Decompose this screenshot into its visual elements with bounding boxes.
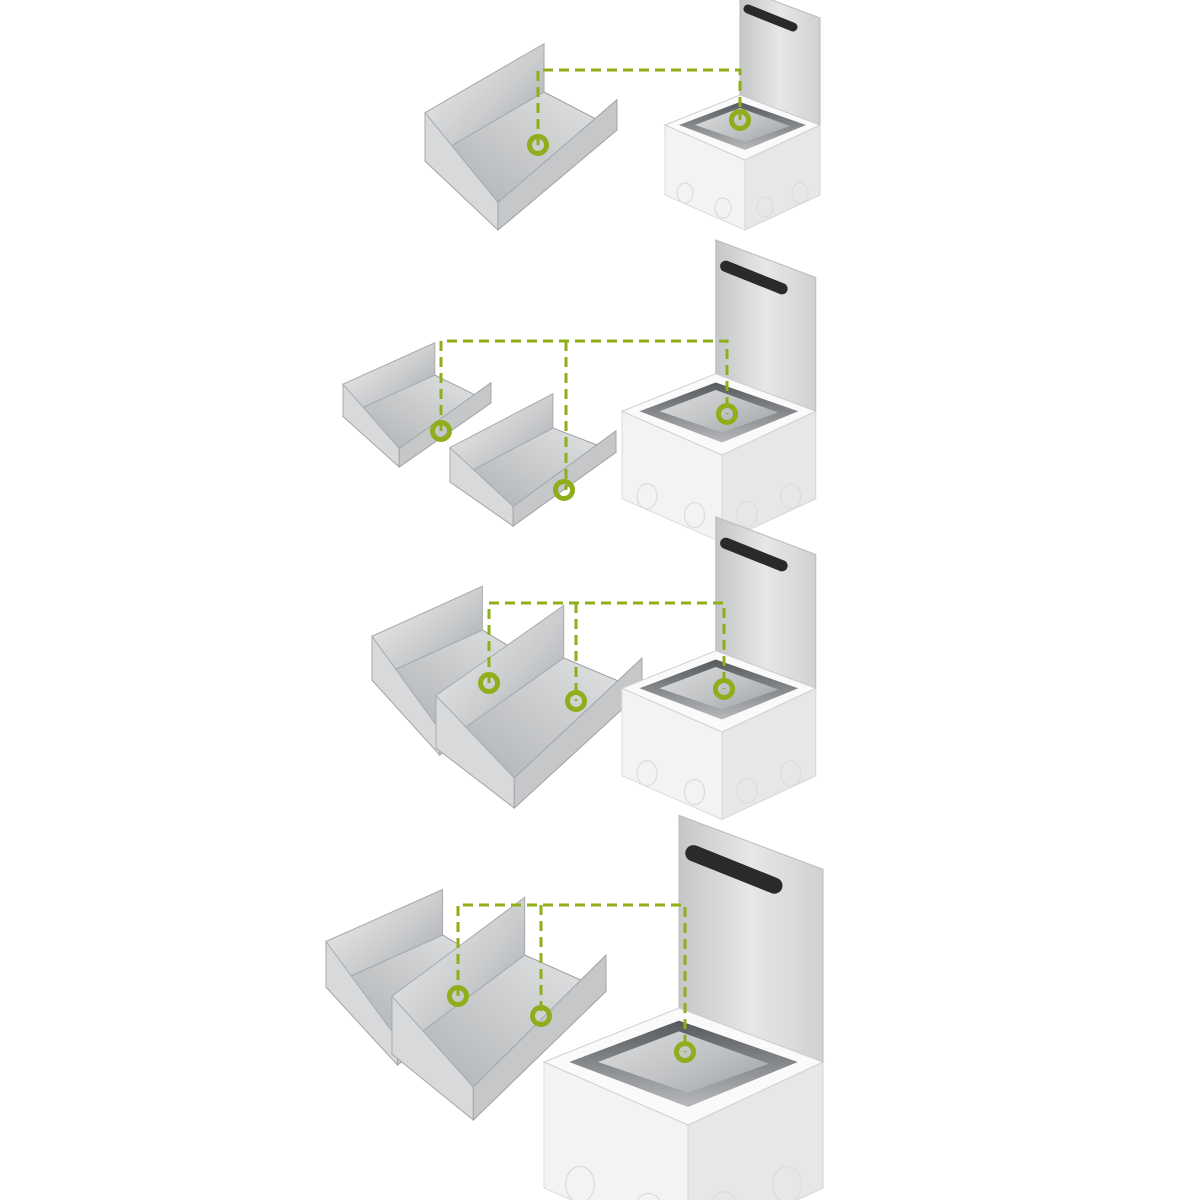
- knockout-2: [711, 1191, 737, 1200]
- knockout-3: [780, 483, 802, 510]
- tray-front-wall: [497, 98, 618, 232]
- lid-cable-slot: [720, 260, 788, 295]
- insert-2b: [449, 392, 618, 527]
- callout-ring-icon: [530, 1005, 552, 1027]
- knockout-3: [772, 1165, 802, 1200]
- callout-ring-icon: [527, 134, 549, 156]
- connector-2: [430, 339, 738, 501]
- boxes-layer: [542, 0, 825, 1200]
- knockout-0: [636, 483, 658, 510]
- dashed-leader-line: [536, 68, 742, 145]
- knockout-0: [565, 1165, 595, 1200]
- insert-3b: [435, 604, 643, 810]
- callout-ring-icon: [553, 479, 575, 501]
- connector-4: [447, 903, 696, 1063]
- tray-front-wall: [513, 656, 643, 810]
- floor-box-2: [620, 239, 818, 544]
- callout-ring-icon: [729, 109, 751, 131]
- knockout-3: [780, 760, 802, 787]
- lid-cable-slot: [720, 537, 788, 572]
- lid-cable-slot: [743, 4, 798, 32]
- connector-3: [478, 601, 735, 712]
- lid-cable-slot: [685, 845, 783, 894]
- knockout-1: [683, 778, 706, 806]
- knockout-1: [683, 501, 706, 529]
- floor-box-1: [663, 0, 822, 231]
- knockout-3: [791, 182, 809, 204]
- callout-ring-icon: [565, 690, 587, 712]
- callout-ring-icon: [674, 1041, 696, 1063]
- knockout-2: [756, 196, 774, 218]
- dashed-leader-line: [487, 601, 726, 689]
- floor-box-3: [620, 516, 818, 821]
- connector-1: [527, 68, 751, 156]
- dashed-leader-line: [456, 903, 687, 1052]
- interior-insert: [695, 108, 790, 142]
- knockout-0: [636, 760, 658, 787]
- callout-ring-icon: [716, 403, 738, 425]
- insert-1a: [424, 42, 618, 232]
- callout-ring-icon: [430, 420, 452, 442]
- dashed-leader-line: [439, 339, 729, 431]
- knockout-2: [736, 777, 758, 804]
- callout-ring-icon: [713, 678, 735, 700]
- knockout-0: [676, 182, 694, 204]
- knockout-1: [714, 197, 732, 219]
- insert-2a: [342, 342, 492, 469]
- interior-insert: [659, 667, 779, 710]
- knockout-2: [736, 500, 758, 527]
- callout-ring-icon: [478, 672, 500, 694]
- connectors-layer: [430, 68, 751, 1063]
- knockout-1: [636, 1192, 661, 1200]
- inserts-layer: [325, 42, 643, 1122]
- tray-front-wall: [472, 953, 607, 1122]
- callout-ring-icon: [447, 985, 469, 1007]
- floor-box-4: [542, 814, 825, 1200]
